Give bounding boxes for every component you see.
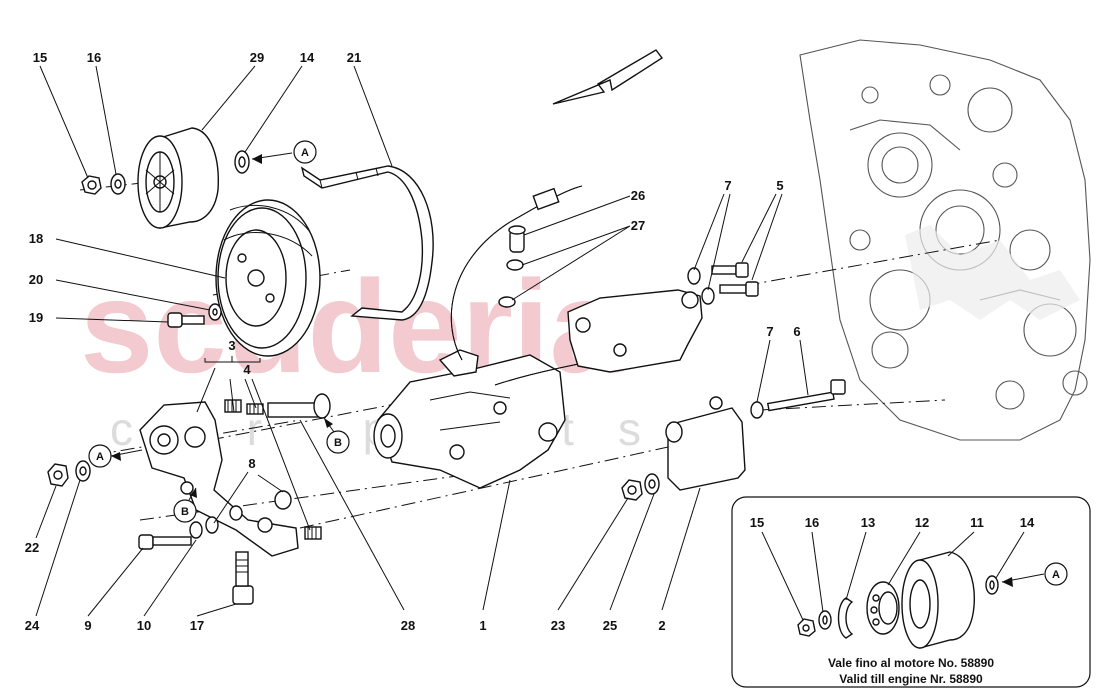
callout-26: 26	[631, 188, 645, 203]
washer-7b	[701, 287, 715, 305]
washer-14	[234, 150, 250, 174]
inset-note-english: Valid till engine Nr. 58890	[839, 672, 983, 686]
inset-callout-11: 11	[970, 515, 984, 530]
stud-4c	[304, 526, 322, 540]
inset-callout-16: 16	[805, 515, 819, 530]
callout-10: 10	[137, 618, 151, 633]
power-steering-pump-1	[373, 349, 566, 489]
engine-block	[799, 39, 1091, 441]
reference-b-right: B	[323, 417, 350, 454]
washer-7a	[687, 267, 701, 285]
reference-a-label: A	[301, 147, 309, 159]
inset-washer-14	[985, 575, 999, 595]
reference-b-left: B	[173, 487, 197, 523]
nut-22	[47, 463, 69, 487]
callout-2: 2	[658, 618, 665, 633]
callout-22: 22	[25, 540, 39, 555]
reference-a-top: A	[251, 140, 317, 164]
inset-reference-a-label: A	[1052, 569, 1060, 581]
callout-5: 5	[776, 178, 783, 193]
reference-b-label: B	[181, 506, 189, 518]
inset-callout-12: 12	[915, 515, 929, 530]
direction-arrow	[552, 49, 664, 105]
callout-29: 29	[250, 50, 264, 65]
bolt-17	[232, 551, 254, 605]
reference-b-label: B	[334, 437, 342, 449]
callout-27: 27	[631, 218, 645, 233]
inset-note-italian: Vale fino al motore No. 58890	[828, 656, 994, 670]
bolt-5a	[711, 262, 749, 278]
callout-14: 14	[300, 50, 315, 65]
pulley-18	[215, 199, 321, 357]
callout-8: 8	[248, 456, 255, 471]
callout-1: 1	[479, 618, 486, 633]
callout-24: 24	[25, 618, 40, 633]
bolt-5b	[719, 281, 759, 297]
callout-7: 7	[766, 324, 773, 339]
callout-9: 9	[84, 618, 91, 633]
reference-a-left: A	[88, 444, 143, 468]
upper-bracket	[567, 289, 703, 373]
inset-panel: A 15 16 13 12 11 14 Vale fino al motore …	[731, 496, 1091, 688]
washer-7c	[750, 401, 764, 419]
inset-callout-14: 14	[1020, 515, 1035, 530]
washer-10	[189, 516, 219, 539]
callout-23: 23	[551, 618, 565, 633]
washer-27b	[498, 296, 516, 308]
callout-labels: 15 16 29 14 21 18 20 19 3 4 22 24 9 10 1…	[25, 50, 801, 633]
washer-27a	[506, 259, 524, 271]
inset-nut-15	[797, 618, 816, 637]
callout-7: 7	[724, 178, 731, 193]
drive-belt-21	[300, 165, 434, 321]
tensioner-2	[665, 396, 746, 491]
callout-6: 6	[793, 324, 800, 339]
leader-lines	[35, 65, 809, 617]
bracket-3	[139, 401, 299, 557]
reference-a-label: A	[96, 451, 104, 463]
bolt-9	[138, 534, 192, 550]
nut-23	[621, 479, 643, 501]
callout-3: 3	[228, 338, 235, 353]
banjo-bolt-26	[508, 225, 526, 253]
inset-pulley-11	[901, 551, 975, 649]
inset-callout-15: 15	[750, 515, 764, 530]
inset-circlip-13	[837, 597, 854, 639]
inset-bearing-12	[866, 581, 900, 635]
callout-19: 19	[29, 310, 43, 325]
callout-28: 28	[401, 618, 415, 633]
bolt-19	[167, 312, 205, 328]
callout-21: 21	[347, 50, 361, 65]
washer-20	[208, 303, 222, 321]
callout-20: 20	[29, 272, 43, 287]
inset-washer-16	[818, 610, 832, 630]
callout-17: 17	[190, 618, 204, 633]
washer-16	[110, 173, 126, 195]
washer-25	[644, 473, 660, 495]
bolt-6	[766, 379, 846, 412]
callout-25: 25	[603, 618, 617, 633]
washer-24	[75, 460, 91, 482]
nut-15	[81, 175, 102, 195]
idler-pulley-29	[137, 127, 219, 229]
callout-18: 18	[29, 231, 43, 246]
spacer-28	[267, 393, 331, 419]
callout-4: 4	[243, 362, 251, 377]
inset-callout-13: 13	[861, 515, 875, 530]
bush-8	[229, 490, 292, 521]
callout-16: 16	[87, 50, 101, 65]
callout-15: 15	[33, 50, 47, 65]
